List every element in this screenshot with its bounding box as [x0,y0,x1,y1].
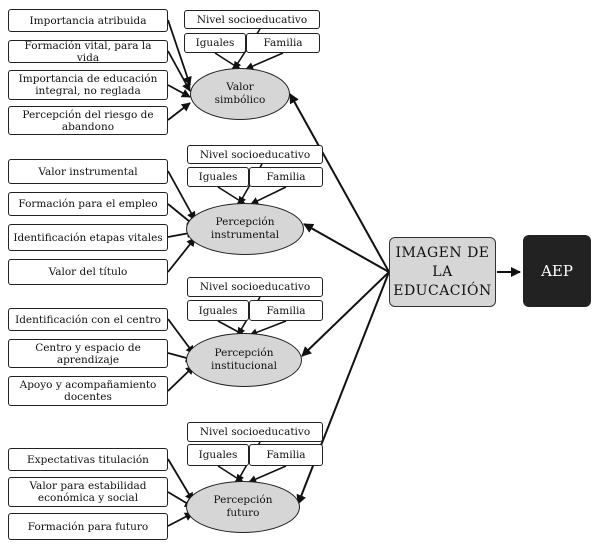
arrow-item-0-1 [167,50,191,92]
arrow-item-0-2 [167,84,191,98]
context-nivel-socioeducativo-4: Nivel socioeducativo [187,422,323,442]
arrow-context-0-1 [214,52,241,70]
context-iguales-2: Iguales [187,167,249,187]
context-nivel-socioeducativo-2: Nivel socioeducativo [187,145,323,164]
context-nivel-socioeducativo-1: Nivel socioeducativo [184,10,320,29]
item-expectativas-titulacion: Expectativas titulación [8,448,168,471]
item-espacio-aprendizaje: Centro y espacio de aprendizaje [8,339,168,368]
arrow-context-1-1 [217,186,246,205]
ellipse-percepcion-futuro: Percepción futuro [186,481,300,533]
item-etapas-vitales: Identificación etapas vitales [8,224,168,251]
context-familia-3: Familia [249,300,323,321]
arrow-item-1-0 [167,170,196,221]
arrow-item-2-0 [167,318,195,355]
context-iguales-4: Iguales [187,444,249,466]
ellipse-percepcion-instrumental: Percepción instrumental [186,203,304,255]
arrow-item-0-0 [167,19,192,86]
context-familia-4: Familia [249,444,323,466]
context-familia-2: Familia [249,167,323,187]
item-formacion-empleo: Formación para el empleo [8,192,168,216]
item-importancia-atribuida: Importancia atribuida [8,9,168,32]
central-imagen-educacion: IMAGEN DE LA EDUCACIÓN [389,237,496,307]
outcome-aep: AEP [523,235,591,307]
context-nivel-socioeducativo-3: Nivel socioeducativo [187,277,323,297]
item-valor-titulo: Valor del título [8,259,168,285]
arrow-hub-1 [303,223,390,273]
ellipse-percepcion-institucional: Percepción institucional [186,333,302,387]
item-estabilidad-economica: Valor para estabilidad económica y socia… [8,477,168,507]
arrow-hub-0 [289,93,390,273]
item-formacion-vital: Formación vital, para la vida [8,40,168,64]
ellipse-valor-simbolico: Valor simbólico [190,68,290,120]
arrow-context-0-2 [245,52,284,70]
arrow-context-3-2 [248,465,287,483]
arrow-context-1-2 [250,186,287,205]
item-formacion-futuro: Formación para futuro [8,513,168,540]
item-identificacion-centro: Identificación con el centro [8,308,168,331]
arrow-item-0-3 [167,102,191,121]
context-familia-1: Familia [246,33,320,53]
context-iguales-3: Iguales [187,300,249,321]
context-iguales-1: Iguales [184,33,246,53]
item-educacion-integral: Importancia de educación integral, no re… [8,70,168,100]
arrow-item-1-3 [167,237,196,273]
arrow-context-3-1 [217,465,244,483]
item-valor-instrumental: Valor instrumental [8,159,168,184]
arrow-item-3-0 [167,458,194,502]
arrow-hub-2 [301,271,390,357]
item-riesgo-abandono: Percepción del riesgo de abandono [8,106,168,135]
item-apoyo-docentes: Apoyo y acompañamiento docentes [8,376,168,406]
